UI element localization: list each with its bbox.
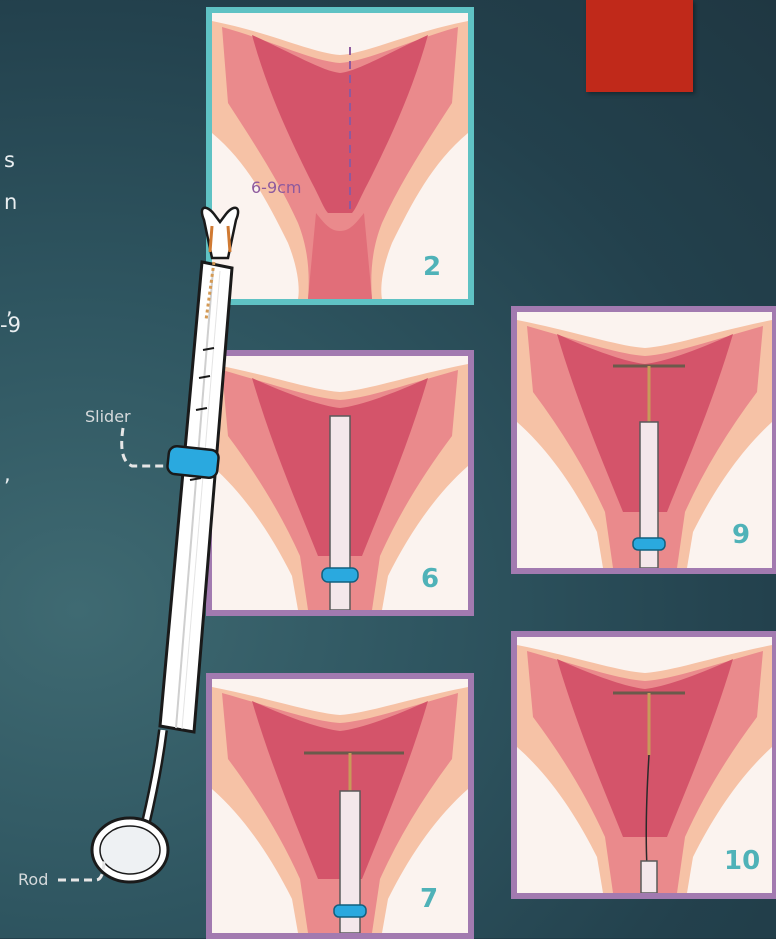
accent-block [586, 0, 693, 92]
clipped-text-4: -9 [0, 313, 21, 337]
rod-label: Rod [18, 870, 48, 889]
step-number-7: 7 [420, 884, 438, 914]
slider-label: Slider [85, 407, 131, 426]
clipped-text-2: n [4, 190, 17, 214]
step-number-6: 6 [421, 564, 439, 594]
clipped-text-1: s [4, 148, 15, 172]
step-number-10: 10 [724, 846, 760, 876]
step-number-2: 2 [423, 252, 441, 282]
step-number-9: 9 [732, 520, 750, 550]
measurement-label: 6-9cm [251, 178, 302, 197]
clipped-text-5: , [4, 462, 11, 486]
